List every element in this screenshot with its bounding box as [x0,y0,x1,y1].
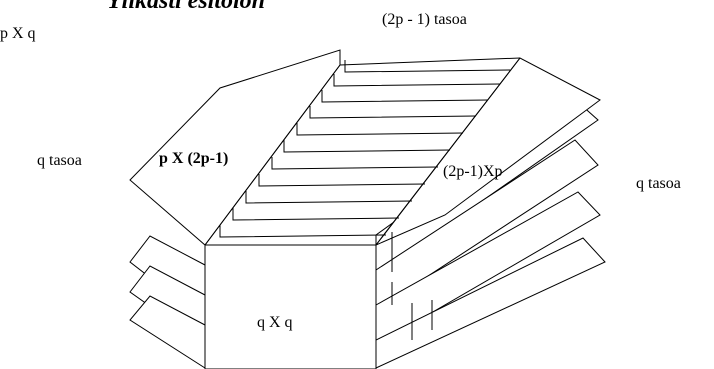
label-top-planes: (2p - 1) tasoa [382,11,467,28]
label-top-face: p X (2p-1) [159,150,229,167]
slat [283,140,451,153]
slat [245,191,413,204]
slat [271,157,439,170]
left-plane-stack [129,235,206,369]
label-left-planes: q tasoa [37,152,82,169]
label-right-planes: q tasoa [636,175,681,192]
right-ticks [391,232,433,340]
label-front-face: q X q [257,314,293,331]
slat-rail-left [204,64,341,246]
front-face [204,244,377,369]
slat [258,174,426,187]
diagram-title: Ylikasti esitoion [107,0,266,14]
slat [333,74,501,87]
slat [219,225,387,238]
slat [296,123,464,136]
slat [344,60,511,73]
slat [321,90,489,103]
top-face [129,49,341,246]
label-right-face: (2p-1)Xp [443,163,503,180]
slat [232,208,400,221]
inner-slats [204,57,521,246]
slat-top [339,57,521,66]
slat-rail-right [375,57,521,246]
slat [309,106,477,119]
label-top-left: p X q [0,25,36,42]
